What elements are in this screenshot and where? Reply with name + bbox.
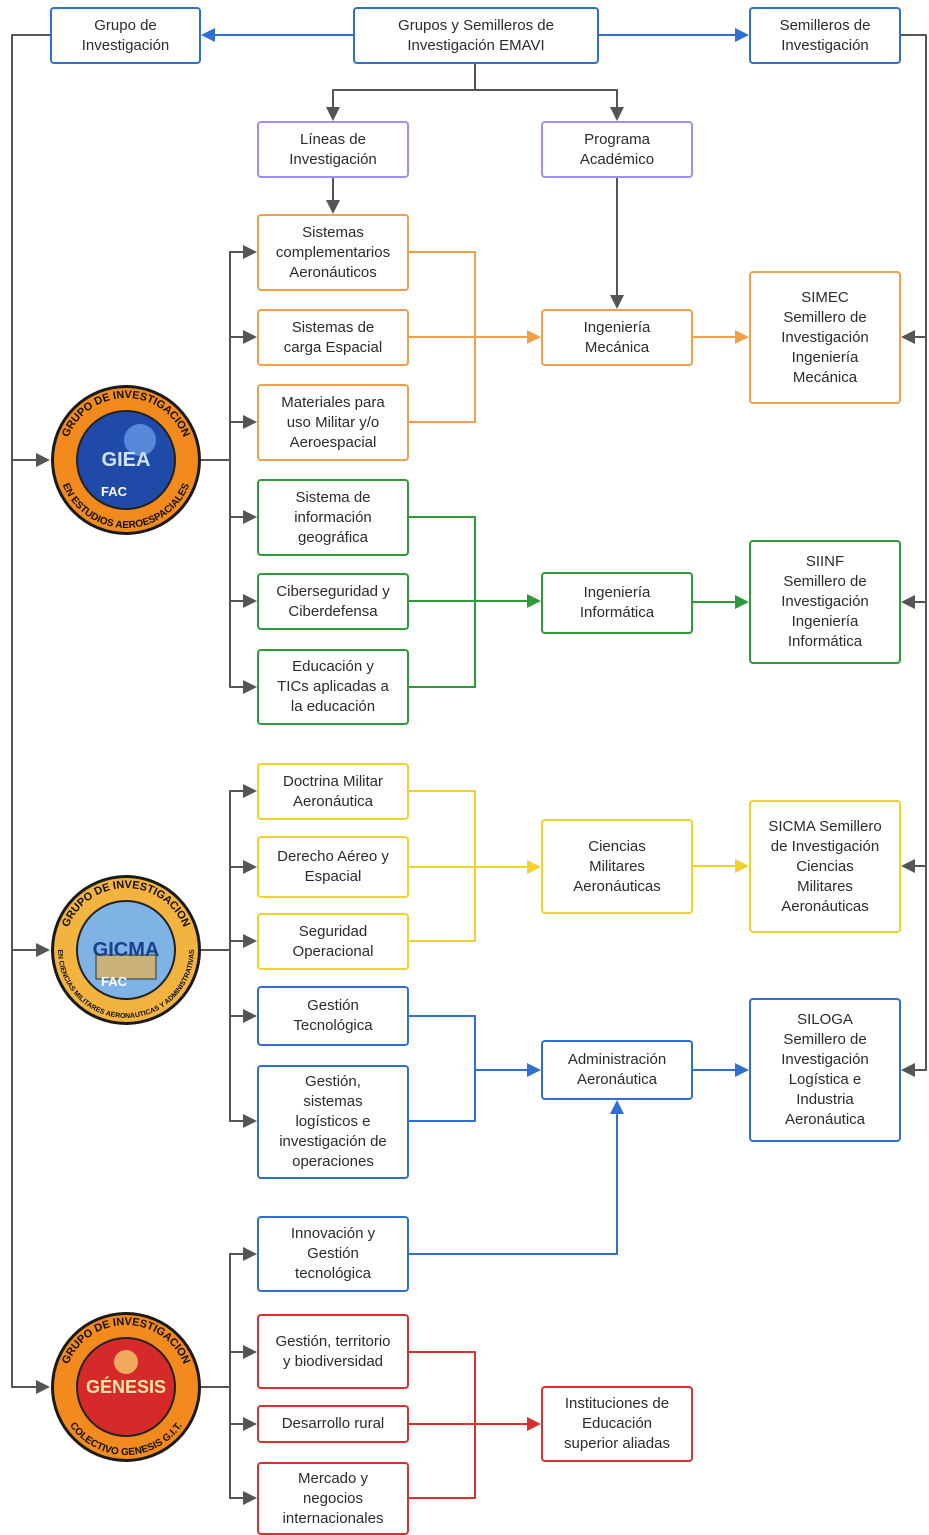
node-semilleros-investigacion: Semilleros de Investigación (749, 7, 901, 64)
arrowhead-grupo (201, 28, 215, 42)
logo-center-text: GICMA (93, 939, 160, 961)
node-desarrollo-rural: Desarrollo rural (257, 1405, 409, 1443)
connector-to-programa (474, 89, 618, 108)
arrowhead-administracion (527, 1063, 541, 1077)
node-sig: Sistema de información geográfica (257, 479, 409, 556)
arrowhead-siinf-in (735, 595, 749, 609)
connector-right-trunk (900, 34, 927, 1071)
genesis-bracket-arrowhead (243, 1345, 257, 1359)
arrowhead-instituciones (527, 1417, 541, 1431)
arrowhead-innovacion (610, 1100, 624, 1114)
connector-innovacion (408, 1113, 618, 1255)
connector-main-trunk (11, 34, 51, 1388)
giea-bracket-arrowhead (243, 415, 257, 429)
giea-bracket-arrowhead (243, 330, 257, 344)
node-lineas-investigacion: Líneas de Investigación (257, 121, 409, 178)
logo-center-text: GIEA (102, 449, 151, 471)
arrowhead-lineas (326, 107, 340, 121)
arrowhead-sicma-in (735, 859, 749, 873)
node-ciberseguridad: Ciberseguridad y Ciberdefensa (257, 573, 409, 630)
gicma-bracket-arrowhead (243, 1009, 257, 1023)
node-siinf: SIINF Semillero de Investigación Ingenie… (749, 540, 901, 664)
arrowhead-lineas-down (326, 200, 340, 214)
genesis-bracket-arrowhead (243, 1417, 257, 1431)
node-derecho: Derecho Aéreo y Espacial (257, 836, 409, 898)
node-grupos-semilleros: Grupos y Semilleros de Investigación EMA… (353, 7, 599, 64)
gicma-bracket-arrowhead (243, 934, 257, 948)
node-ciencias-militares: Ciencias Militares Aeronáuticas (541, 819, 693, 914)
arrowhead-genesis (36, 1380, 50, 1394)
gicma-bracket-arrowhead (243, 784, 257, 798)
arrowhead-semilleros (735, 28, 749, 42)
node-innovacion: Innovación y Gestión tecnológica (257, 1216, 409, 1292)
giea-bracket-arrowhead (243, 680, 257, 694)
arrowhead-gicma (36, 943, 50, 957)
arrowhead-siinf (901, 595, 915, 609)
node-educacion-tics: Educación y TICs aplicadas a la educació… (257, 649, 409, 725)
node-sicma: SICMA Semillero de Investigación Ciencia… (749, 800, 901, 933)
arrowhead-programa-down (610, 295, 624, 309)
gicma-bracket-arrowhead (243, 860, 257, 874)
giea-bracket-arrowhead (243, 594, 257, 608)
node-ing-mecanica: Ingeniería Mecánica (541, 309, 693, 366)
genesis-bracket-arrowhead (243, 1247, 257, 1261)
giea-bracket-arrowhead (243, 510, 257, 524)
arrowhead-ing-informatica (527, 594, 541, 608)
node-simec: SIMEC Semillero de Investigación Ingenie… (749, 271, 901, 404)
arrowhead-ciencias (527, 860, 541, 874)
node-mercado: Mercado y negocios internacionales (257, 1462, 409, 1535)
node-ing-informatica: Ingeniería Informática (541, 572, 693, 634)
arrowhead-sicma (901, 859, 915, 873)
logo-badge-text: FAC (101, 484, 128, 499)
node-grupo-investigacion: Grupo de Investigación (50, 7, 201, 64)
arrowhead-simec-in (735, 330, 749, 344)
node-instituciones: Instituciones de Educación superior alia… (541, 1386, 693, 1462)
logo-badge-text: FAC (101, 974, 128, 989)
connector-to-lineas (332, 63, 476, 108)
logo-center-text: GÉNESIS (86, 1376, 166, 1397)
arrowhead-siloga (901, 1063, 915, 1077)
node-administracion: Administración Aeronáutica (541, 1040, 693, 1100)
merge-blue (408, 1015, 476, 1122)
gicma-bracket-arrowhead (243, 1114, 257, 1128)
node-gestion-territorio: Gestión, territorio y biodiversidad (257, 1314, 409, 1389)
node-siloga: SILOGA Semillero de Investigación Logíst… (749, 998, 901, 1142)
arrowhead-siloga-in (735, 1063, 749, 1077)
giea-bracket-arrowhead (243, 245, 257, 259)
node-sistemas-carga: Sistemas de carga Espacial (257, 309, 409, 366)
arrowhead-simec (901, 330, 915, 344)
node-programa-academico: Programa Académico (541, 121, 693, 178)
arrowhead-ing-mecanica (527, 330, 541, 344)
genesis-bracket-arrowhead (243, 1491, 257, 1505)
arrowhead-programa (610, 107, 624, 121)
node-materiales: Materiales para uso Militar y/o Aeroespa… (257, 384, 409, 461)
node-gestion-tecnologica: Gestión Tecnológica (257, 986, 409, 1046)
node-doctrina: Doctrina Militar Aeronáutica (257, 763, 409, 820)
node-seguridad: Seguridad Operacional (257, 913, 409, 970)
node-sistemas-complementarios: Sistemas complementarios Aeronáuticos (257, 214, 409, 291)
arrowhead-giea (36, 453, 50, 467)
node-gestion-sistemas: Gestión, sistemas logísticos e investiga… (257, 1065, 409, 1179)
